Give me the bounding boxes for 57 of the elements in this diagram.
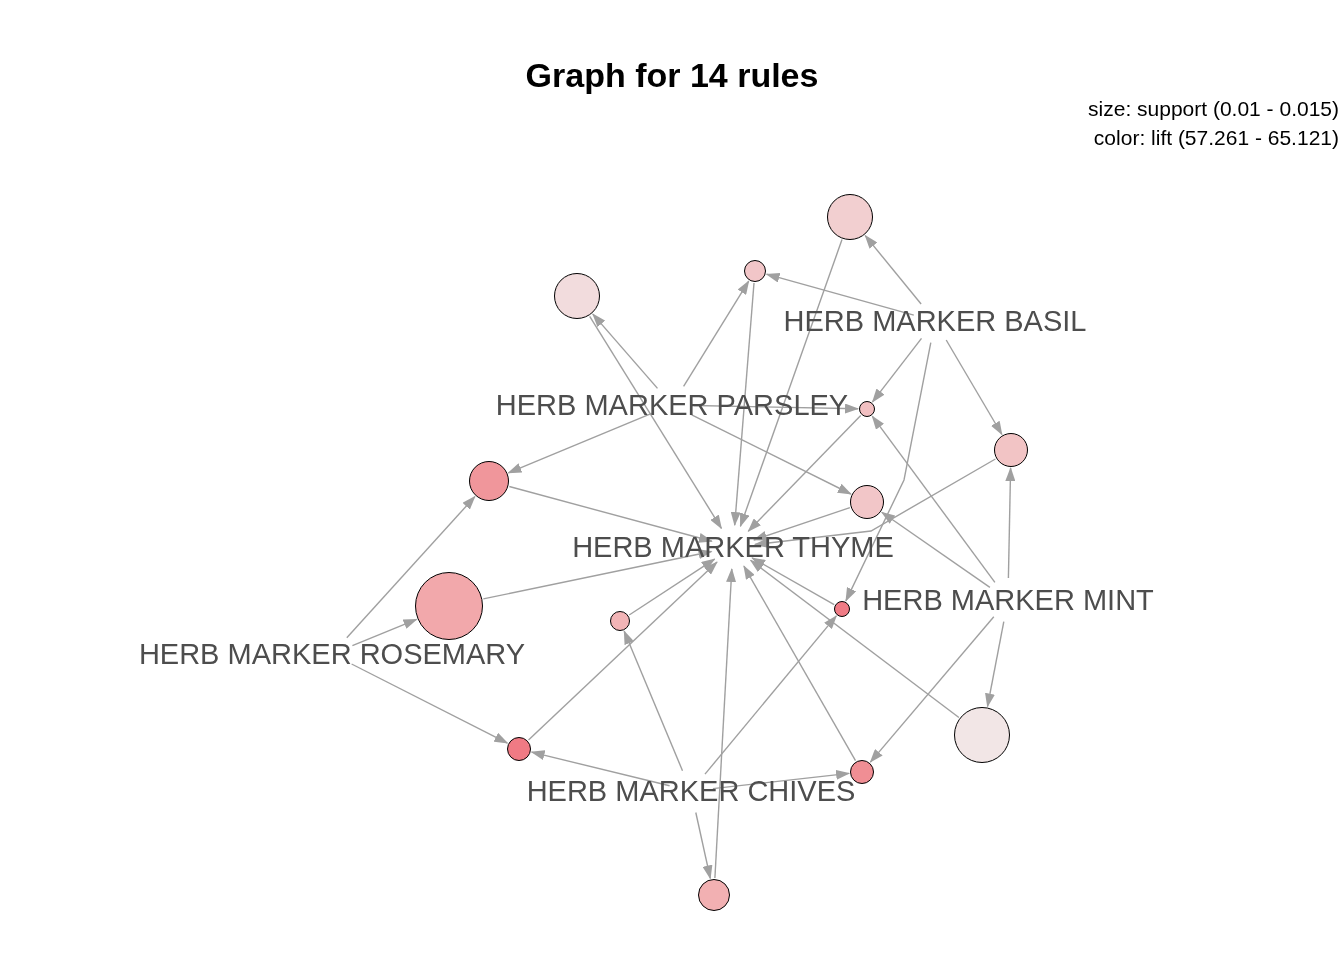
item-label: HERB MARKER MINT [862, 585, 1154, 615]
arrow [743, 565, 857, 762]
rule-circle [610, 611, 630, 631]
arrow [747, 414, 862, 532]
arrow [704, 615, 837, 775]
arrow [695, 811, 713, 880]
legend-note: color: lift (57.261 - 65.121) [1092, 125, 1339, 151]
arrow [845, 341, 932, 602]
arrow [714, 568, 737, 879]
legend-note: size: support (0.01 - 0.015) [1088, 96, 1339, 122]
arrow [508, 485, 713, 543]
arrow [945, 339, 1003, 436]
arrow [623, 630, 684, 772]
arrow [753, 458, 997, 548]
arrow [749, 559, 960, 719]
chart-title: Graph for 14 rules [524, 56, 820, 95]
arrow [691, 414, 852, 495]
rule-circle [850, 485, 884, 519]
arrow [482, 549, 713, 600]
arrow [871, 415, 996, 583]
arrow [869, 616, 995, 763]
item-label: HERB MARKER BASIL [783, 306, 1087, 336]
arrow [589, 315, 723, 530]
arrow [881, 511, 991, 589]
rule-circle [554, 273, 600, 319]
arrow [871, 337, 923, 403]
arrow [592, 313, 659, 390]
rule-circle [507, 737, 531, 761]
arrow [739, 238, 843, 528]
arrow [1005, 467, 1016, 579]
arrow [864, 234, 922, 305]
rule-circle [834, 601, 850, 617]
rule-circle [994, 433, 1028, 467]
item-label: HERB MARKER THYME [572, 532, 894, 562]
arrow [712, 769, 851, 790]
arrow [730, 282, 755, 527]
arrow [751, 557, 835, 606]
arrow [351, 618, 418, 647]
arrow [346, 495, 476, 639]
item-label: HERB MARKER ROSEMARY [138, 639, 526, 669]
arrow [507, 412, 653, 474]
item-label: HERB MARKER CHIVES [526, 776, 856, 806]
item-label: HERB MARKER PARSLEY [495, 390, 849, 420]
arrow [628, 558, 716, 616]
rule-circle [469, 461, 509, 501]
rule-circle [827, 194, 873, 240]
arrow [682, 280, 750, 387]
arrow [765, 272, 915, 316]
arrow [985, 620, 1005, 708]
arrow [350, 663, 509, 744]
rule-circle [744, 260, 766, 282]
arrow [527, 561, 718, 741]
rule-circle [954, 707, 1010, 763]
rule-circle [698, 879, 730, 911]
rule-circle [859, 401, 875, 417]
arrow [752, 507, 851, 541]
arrow [530, 750, 671, 787]
